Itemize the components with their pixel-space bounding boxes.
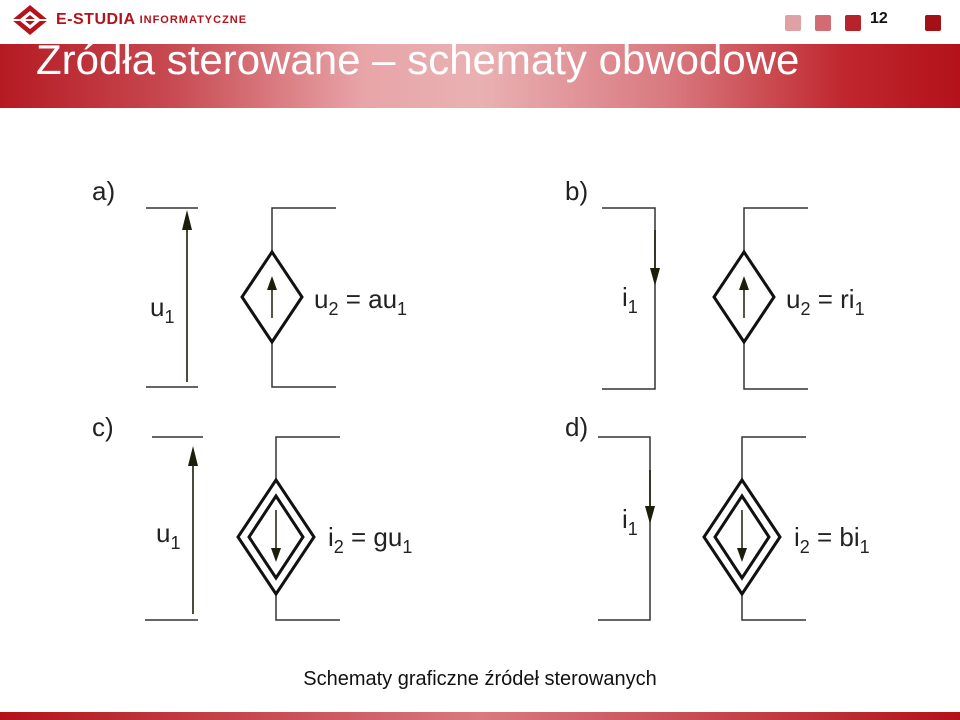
square-1	[785, 15, 801, 31]
control-label-d: i1	[622, 504, 638, 539]
logo: E-STUDIA INFORMATYCZNE	[10, 3, 247, 37]
diagram-d: d) i1 i2 = bi1	[565, 412, 870, 621]
page-title: Źródła sterowane – schematy obwodowe	[36, 36, 800, 83]
diagram-a: a) u1 u2 = au1	[92, 176, 407, 388]
square-4	[925, 15, 941, 31]
source-arrowhead-b	[739, 276, 749, 290]
wire-bottom-c	[275, 594, 340, 621]
wire-top-d	[741, 436, 806, 480]
equation-c: i2 = gu1	[328, 522, 412, 557]
current-loop-b	[602, 207, 656, 390]
dependent-voltage-source-a	[240, 249, 304, 345]
arrowhead-b	[650, 268, 660, 286]
control-label-c: u1	[156, 518, 180, 553]
logo-text: E-STUDIA	[56, 11, 136, 28]
dependent-current-source-inner-d	[713, 493, 771, 581]
dependent-current-source-outer-c	[236, 477, 316, 597]
equation-a: u2 = au1	[314, 284, 407, 319]
diagram-c: c) u1 i2 = gu1	[92, 412, 412, 621]
label-a: a)	[92, 176, 115, 206]
wire-bottom-a	[271, 342, 336, 388]
current-loop-d	[598, 436, 651, 621]
wire-bottom-d	[741, 594, 806, 621]
logo-subtext: INFORMATYCZNE	[139, 14, 248, 26]
header-bar: E-STUDIA INFORMATYCZNE 12	[0, 0, 960, 44]
arrowhead-c	[188, 446, 198, 466]
source-arrowhead-d	[737, 548, 747, 562]
source-arrowhead-c	[271, 548, 281, 562]
square-3	[845, 15, 861, 31]
page-number: 12	[870, 10, 888, 27]
wire-top-c	[275, 436, 340, 480]
logo-icon	[12, 5, 48, 35]
control-label-b: i1	[622, 282, 638, 317]
figure-caption: Schematy graficzne źródeł sterowanych	[303, 668, 657, 690]
label-c: c)	[92, 412, 114, 442]
dependent-current-source-inner-c	[247, 493, 305, 581]
label-d: d)	[565, 412, 588, 442]
source-arrowhead-a	[267, 276, 277, 290]
square-2	[815, 15, 831, 31]
title-band	[0, 44, 960, 108]
dependent-voltage-source-b	[712, 249, 776, 345]
wire-top-a	[271, 207, 336, 252]
diagram-b: b) i1 u2 = ri1	[565, 176, 865, 390]
wire-top-b	[743, 207, 808, 252]
bottom-bar	[0, 712, 960, 720]
arrowhead-d	[645, 506, 655, 524]
arrowhead-a	[182, 210, 192, 230]
label-b: b)	[565, 176, 588, 206]
equation-b: u2 = ri1	[786, 284, 865, 319]
equation-d: i2 = bi1	[794, 522, 870, 557]
control-label-a: u1	[150, 292, 174, 327]
dependent-current-source-outer-d	[702, 477, 782, 597]
wire-bottom-b	[743, 342, 808, 390]
